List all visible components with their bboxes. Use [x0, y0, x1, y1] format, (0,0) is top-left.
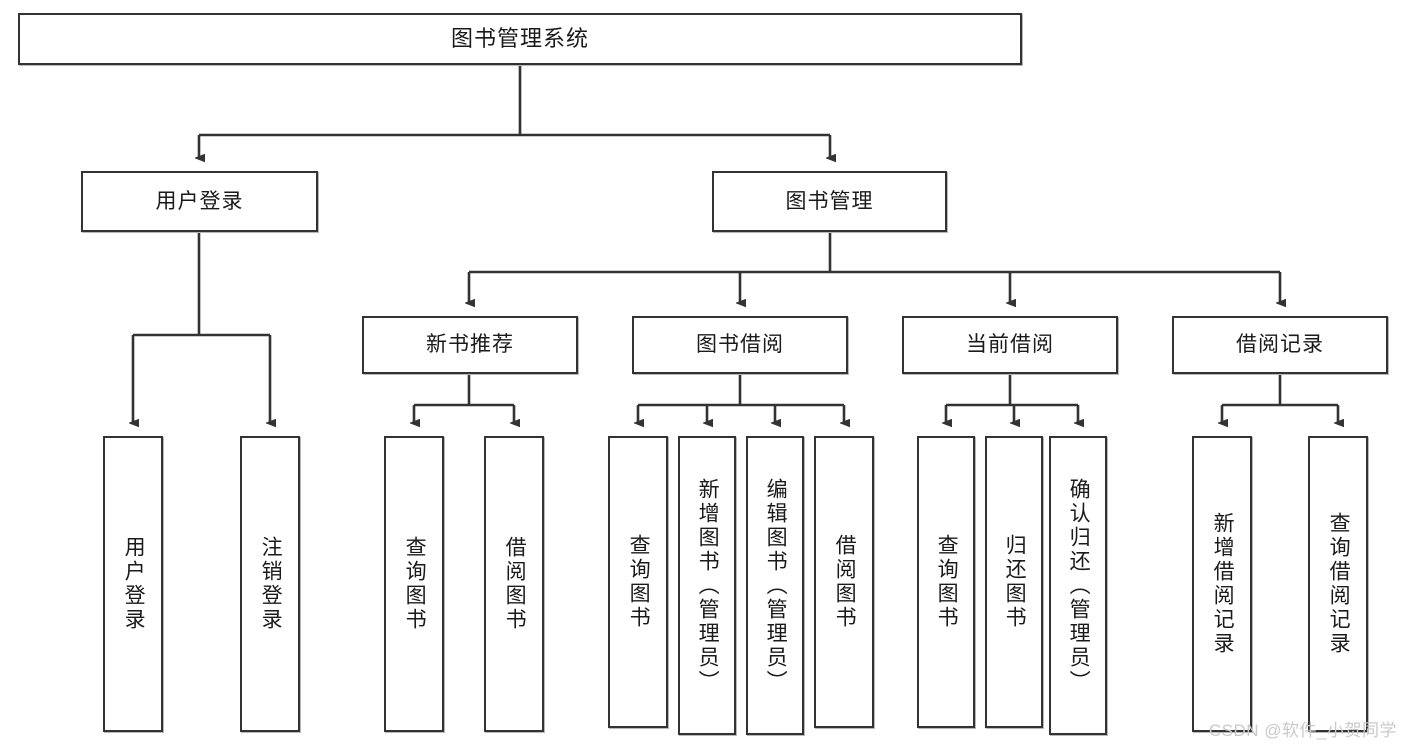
- node-book-borrow-label: 图书借阅: [696, 333, 784, 357]
- node-book-management-label: 图书管理: [785, 189, 874, 213]
- node-current-borrow-label: 当前借阅: [966, 333, 1054, 357]
- node-user-login-label: 用户登录: [155, 189, 244, 213]
- leaf-edit-book-admin-label: 编辑图书（管理员）: [764, 477, 788, 694]
- leaf-query-book-recommend-label: 查询图书: [403, 536, 427, 632]
- node-book-management[interactable]: 图书管理: [712, 171, 947, 232]
- leaf-logout[interactable]: 注销登录: [240, 436, 300, 732]
- leaf-add-borrow-record-label: 新增借阅记录: [1211, 512, 1235, 656]
- node-book-borrow[interactable]: 图书借阅: [632, 316, 848, 374]
- node-root-system[interactable]: 图书管理系统: [18, 13, 1022, 65]
- leaf-query-borrow-record[interactable]: 查询借阅记录: [1308, 436, 1368, 732]
- node-current-borrow[interactable]: 当前借阅: [902, 316, 1118, 374]
- leaf-add-book-admin-label: 新增图书（管理员）: [696, 477, 720, 694]
- node-borrow-record[interactable]: 借阅记录: [1172, 316, 1388, 374]
- leaf-user-login-label: 用户登录: [122, 536, 146, 632]
- leaf-borrow-book-borrow-label: 借阅图书: [833, 534, 857, 630]
- leaf-user-login[interactable]: 用户登录: [103, 436, 163, 732]
- leaf-query-book-current[interactable]: 查询图书: [917, 436, 975, 728]
- leaf-query-book-recommend[interactable]: 查询图书: [384, 436, 444, 732]
- leaf-confirm-return-admin-label: 确认归还（管理员）: [1067, 477, 1091, 694]
- leaf-confirm-return-admin[interactable]: 确认归还（管理员）: [1049, 436, 1107, 735]
- leaf-edit-book-admin[interactable]: 编辑图书（管理员）: [746, 436, 804, 735]
- leaf-query-borrow-record-label: 查询借阅记录: [1327, 512, 1351, 656]
- leaf-query-book-borrow-label: 查询图书: [627, 534, 651, 630]
- leaf-add-borrow-record[interactable]: 新增借阅记录: [1192, 436, 1252, 732]
- leaf-borrow-book-recommend[interactable]: 借阅图书: [484, 436, 544, 732]
- watermark-text: CSDN @软件_小贺同学: [1208, 721, 1397, 740]
- node-new-book-recommend[interactable]: 新书推荐: [362, 316, 578, 374]
- leaf-borrow-book-recommend-label: 借阅图书: [503, 536, 527, 632]
- node-user-login[interactable]: 用户登录: [81, 171, 318, 232]
- leaf-borrow-book-borrow[interactable]: 借阅图书: [814, 436, 874, 728]
- leaf-query-book-borrow[interactable]: 查询图书: [608, 436, 668, 728]
- leaf-query-book-current-label: 查询图书: [935, 534, 959, 630]
- node-new-book-recommend-label: 新书推荐: [426, 333, 514, 357]
- node-borrow-record-label: 借阅记录: [1236, 333, 1324, 357]
- leaf-return-book-label: 归还图书: [1003, 534, 1027, 630]
- node-root-system-label: 图书管理系统: [450, 25, 589, 51]
- leaf-add-book-admin[interactable]: 新增图书（管理员）: [678, 436, 736, 735]
- leaf-return-book[interactable]: 归还图书: [985, 436, 1043, 728]
- leaf-logout-label: 注销登录: [259, 536, 283, 632]
